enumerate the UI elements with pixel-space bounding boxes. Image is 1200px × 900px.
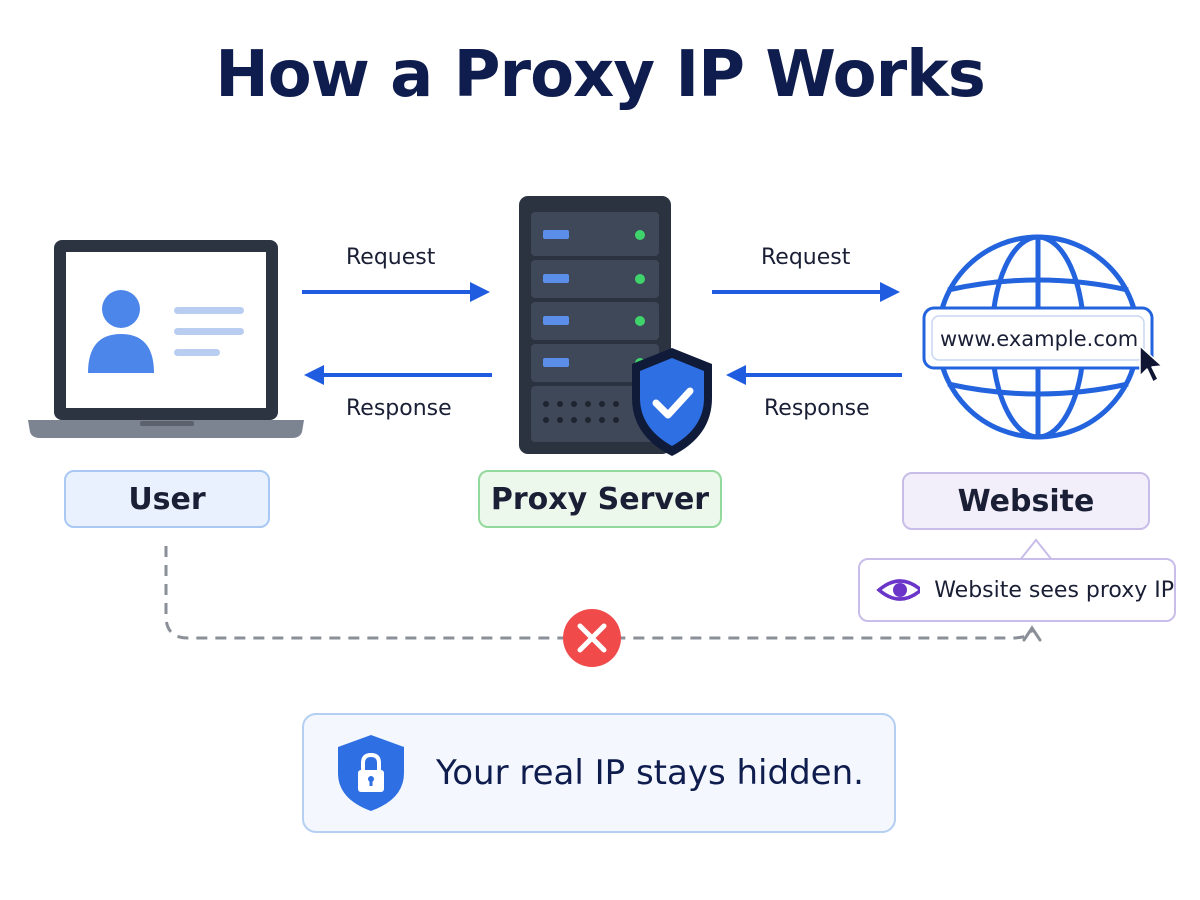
website-url: www.example.com [940,327,1138,351]
laptop-icon [28,240,304,438]
tooltip-text: Website sees proxy IP [934,577,1174,603]
response-label-left: Response [346,396,452,421]
response-label-right: Response [764,396,870,421]
blocked-x-icon [563,609,621,667]
website-label: Website [902,472,1150,530]
eye-icon [876,579,921,601]
request-label-left: Request [346,245,436,270]
hidden-message: Your real IP stays hidden. [436,753,864,793]
user-label: User [64,470,270,528]
user-avatar-head [102,290,140,328]
lock-shield-icon [338,735,404,811]
user-avatar-body [88,334,154,373]
cursor-icon [1139,345,1163,383]
real-ip-hidden-banner: Your real IP stays hidden. [302,713,896,833]
page-title: How a Proxy IP Works [215,38,986,112]
proxy-server-label: Proxy Server [478,470,722,528]
request-label-right: Request [761,245,851,270]
url-bar: www.example.com [922,306,1154,370]
blocked-direct-path [164,546,1034,640]
website-sees-proxy-callout: Website sees proxy IP [858,558,1176,622]
shield-check-icon [632,348,712,456]
